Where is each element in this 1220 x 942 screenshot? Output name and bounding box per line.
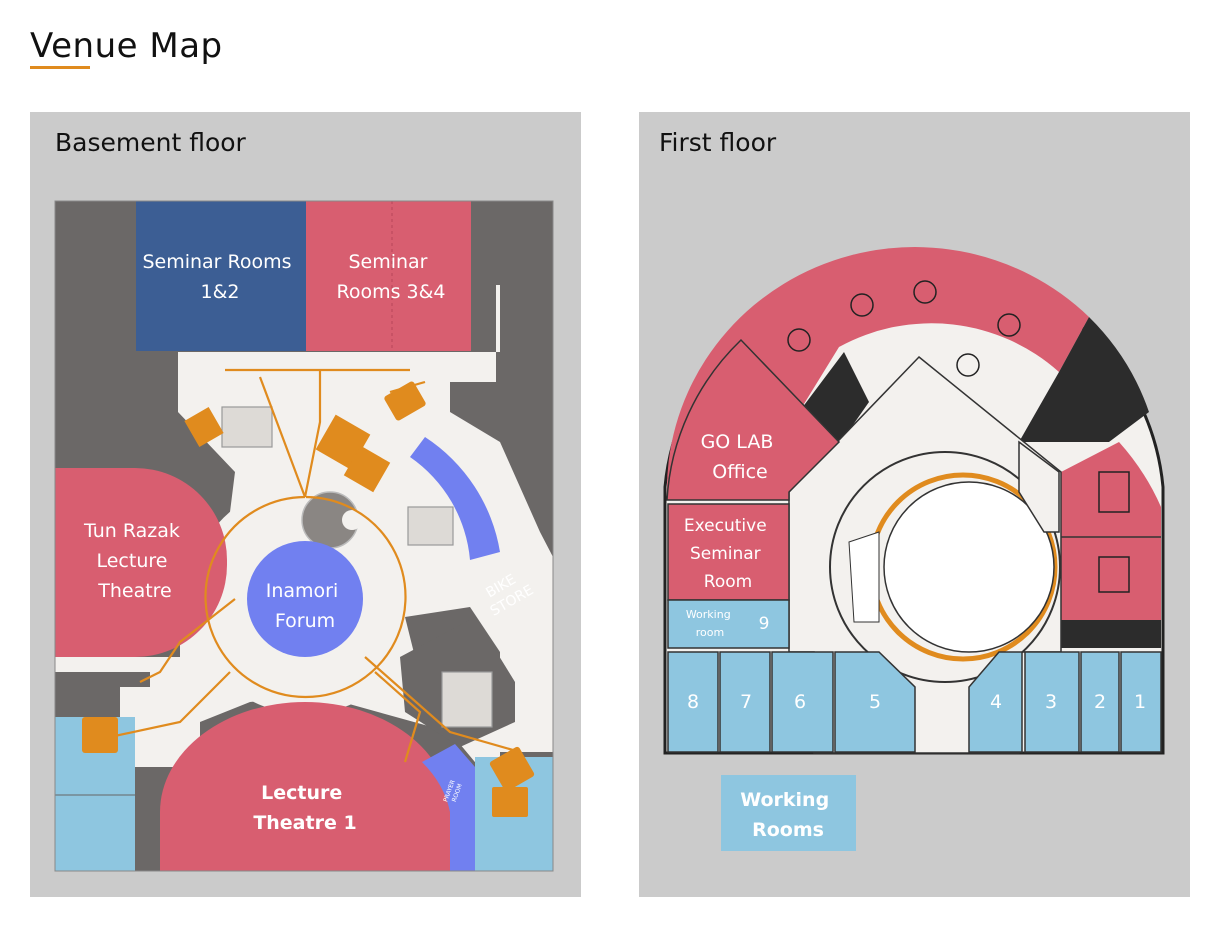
- facility-blocks: [82, 381, 535, 817]
- room-3-label: 3: [1045, 691, 1057, 713]
- room-5: [834, 651, 916, 753]
- right-red-room-upper: [1061, 442, 1161, 537]
- basement-panel: Basement floor: [30, 112, 581, 897]
- tun-razak-lecture-theatre: [55, 468, 227, 657]
- room-1: [1120, 651, 1162, 753]
- go-lab-office-label: GO LAB Office: [701, 431, 780, 483]
- lecture-theatre-1: [160, 702, 450, 871]
- page-title: Venue Map: [30, 26, 223, 66]
- room-6: [771, 651, 834, 753]
- executive-seminar-room: [667, 503, 790, 601]
- lecture-theatre-1-label: Lecture Theatre 1: [253, 782, 356, 834]
- room-6-label: 6: [794, 691, 806, 713]
- first-floor-map[interactable]: GO LAB Office Executive Seminar Room Wor…: [639, 112, 1190, 897]
- room-5-label: 5: [869, 691, 881, 713]
- executive-seminar-room-label: Executive Seminar Room: [684, 516, 772, 592]
- go-lab-office: [666, 338, 841, 501]
- prayer-room: [422, 744, 475, 871]
- working-room-9-label: Working room: [686, 608, 734, 639]
- first-floor-title: First floor: [659, 128, 777, 157]
- room-3: [1024, 651, 1080, 753]
- basement-floor-title: Basement floor: [55, 128, 246, 157]
- basement-floor-map[interactable]: Seminar Rooms 1&2 Seminar Rooms 3&4 Tun …: [30, 112, 581, 897]
- seminar-rooms-1-2-label: Seminar Rooms 1&2: [142, 251, 297, 303]
- room-4: [968, 651, 1023, 753]
- service-area-right: [1019, 317, 1149, 442]
- wc-icon: [82, 717, 118, 753]
- room-2: [1080, 651, 1120, 753]
- working-room-9-number: 9: [759, 614, 770, 634]
- seminar-rooms-1-2: [136, 201, 306, 351]
- room-2-label: 2: [1094, 691, 1106, 713]
- room-4-label: 4: [990, 691, 1002, 713]
- numbered-rooms: [667, 651, 1162, 753]
- room-7-label: 7: [740, 691, 752, 713]
- orange-route: [109, 368, 521, 763]
- room-1-label: 1: [1134, 691, 1146, 713]
- room-number-labels: 8 7 6 5 4 3 2 1: [687, 691, 1146, 713]
- right-red-room-lower: [1061, 537, 1161, 620]
- wc-icon: [384, 381, 426, 421]
- room-8: [667, 651, 719, 753]
- basement-stairs: [221, 406, 493, 728]
- working-room-9: [667, 599, 790, 649]
- first-floor-panel: First floor: [639, 112, 1190, 897]
- table-icons: [787, 280, 1130, 593]
- title-underline: [30, 66, 90, 69]
- room-7: [719, 651, 771, 753]
- seminar-rooms-3-4-label: Seminar Rooms 3&4: [336, 251, 445, 303]
- legend-working-rooms-swatch: [721, 775, 856, 851]
- tun-razak-label: Tun Razak Lecture Theatre: [83, 520, 186, 602]
- room-8-label: 8: [687, 691, 699, 713]
- legend-working-rooms-label: Working Rooms: [740, 789, 836, 841]
- inamori-forum-label: Inamori Forum: [266, 580, 345, 632]
- wc-icon: [489, 746, 535, 792]
- seminar-rooms-3-4: [306, 201, 471, 351]
- blue-arc: [410, 437, 500, 560]
- inamori-forum: [247, 541, 363, 657]
